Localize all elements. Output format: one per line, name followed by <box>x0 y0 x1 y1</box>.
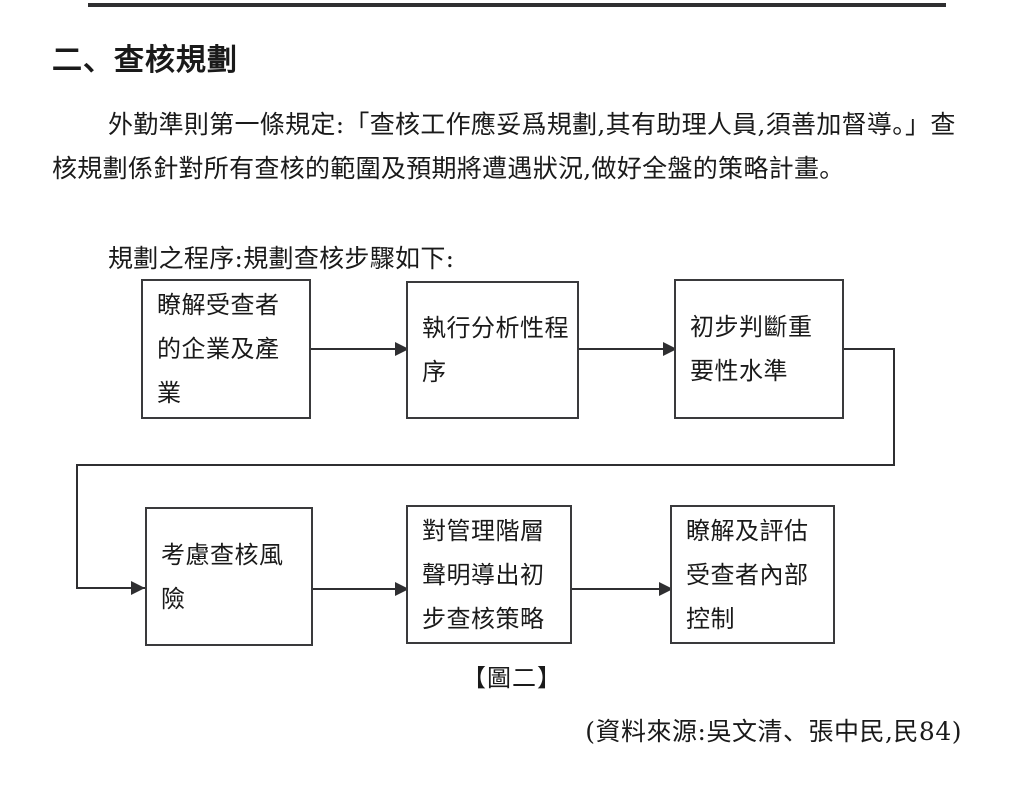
flow-node-materiality-level: 初步判斷重要性水準 <box>674 279 844 419</box>
flow-node-understand-business: 瞭解受查者的企業及產業 <box>141 279 311 419</box>
flow-node-label: 執行分析性程序 <box>422 314 569 386</box>
flow-arrow-node4-to-node5 <box>313 588 407 590</box>
figure-caption: 【圖二】 <box>462 664 562 692</box>
flow-arrow-node3-to-node4-segment-right <box>844 348 895 350</box>
paragraph-text: 規劃之程序:規劃查核步驟如下: <box>108 244 455 273</box>
page-top-rule <box>88 3 946 7</box>
flow-node-label: 對管理階層聲明導出初步查核策略 <box>422 516 545 633</box>
flow-node-analytical-procedures: 執行分析性程序 <box>406 281 579 419</box>
flow-node-preliminary-strategy: 對管理階層聲明導出初步查核策略 <box>406 505 572 644</box>
flow-node-label: 初步判斷重要性水準 <box>690 313 813 385</box>
flow-arrow-node2-to-node3 <box>579 348 675 350</box>
paragraph-planning-procedure-intro: 規劃之程序:規劃查核步驟如下: <box>52 237 962 281</box>
flow-node-audit-risk: 考慮查核風險 <box>145 507 313 646</box>
flow-arrow-node3-to-node4-segment-into-node <box>76 587 146 589</box>
paragraph-audit-planning-definition: 外勤準則第一條規定:「查核工作應妥爲規劃,其有助理人員,須善加督導。」查核規劃係… <box>52 103 962 191</box>
flow-arrowhead-node3-to-node4 <box>131 581 145 595</box>
flow-arrow-node3-to-node4-segment-down-right <box>893 348 895 466</box>
flow-arrow-node5-to-node6 <box>572 588 671 590</box>
flow-arrow-node1-to-node2 <box>311 348 407 350</box>
flow-arrow-node3-to-node4-segment-across <box>76 464 895 466</box>
flow-node-label: 瞭解及評估受查者內部控制 <box>686 516 809 633</box>
flow-node-label: 瞭解受查者的企業及產業 <box>157 291 280 407</box>
flow-node-internal-control: 瞭解及評估受查者內部控制 <box>670 505 835 644</box>
figure-source-note: (資料來源:吳文清、張中民,民84) <box>585 717 962 746</box>
paragraph-text: 外勤準則第一條規定:「查核工作應妥爲規劃,其有助理人員,須善加督導。」查核規劃係… <box>52 110 956 183</box>
flow-arrow-node3-to-node4-segment-down-left <box>76 464 78 588</box>
page-title: 二、查核規劃 <box>52 43 238 79</box>
flow-node-label: 考慮查核風險 <box>161 540 284 613</box>
